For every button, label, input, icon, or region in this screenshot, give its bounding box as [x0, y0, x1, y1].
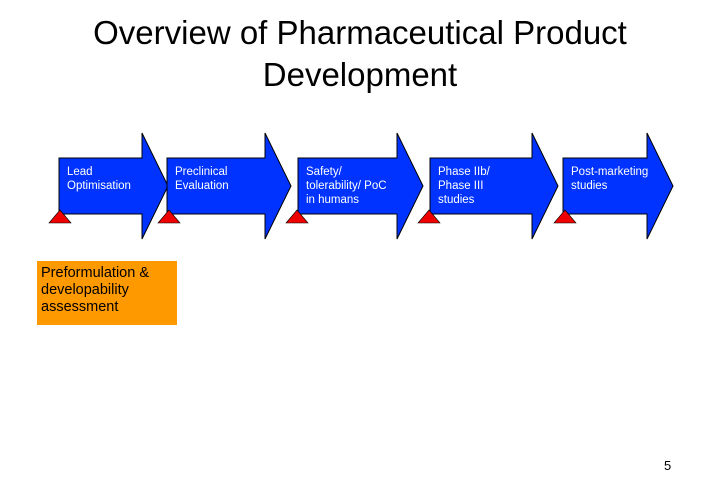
- stage-label-safety-tolerability: Safety/ tolerability/ PoC in humans: [306, 165, 387, 207]
- stage-label-line: Evaluation: [175, 180, 229, 192]
- assessment-label-line: assessment: [41, 299, 119, 315]
- slide-title-line-1: Overview of Pharmaceutical Product: [93, 14, 627, 51]
- stage-arrow-2: [166, 132, 292, 240]
- stage-arrow-shape: [297, 132, 424, 240]
- slide-title: Overview of Pharmaceutical Product Devel…: [0, 12, 720, 96]
- stage-label-line: studies: [438, 194, 475, 206]
- milestone-marker: [157, 209, 181, 224]
- stage-label-line: Phase IIb/: [438, 166, 490, 178]
- stage-label-line: studies: [571, 180, 608, 192]
- stage-arrow-5: [562, 132, 674, 240]
- assessment-label-line: developability: [41, 282, 129, 298]
- preformulation-assessment-box: Preformulation & developability assessme…: [37, 261, 177, 325]
- stage-arrow-4: [429, 132, 559, 240]
- stage-label-line: in humans: [306, 194, 360, 206]
- stage-arrow-shape: [429, 132, 559, 240]
- stage-label-preclinical-evaluation: Preclinical Evaluation: [175, 165, 229, 193]
- stage-label-phase-iib-iii: Phase IIb/ Phase III studies: [438, 165, 490, 207]
- stage-label-line: Preclinical: [175, 166, 228, 178]
- stage-arrow-shape: [166, 132, 292, 240]
- stage-label-line: Lead: [67, 166, 93, 178]
- milestone-marker: [285, 209, 309, 224]
- assessment-label-line: Preformulation &: [41, 265, 149, 281]
- stage-label-line: tolerability/ PoC: [306, 180, 387, 192]
- stage-label-lead-optimisation: Lead Optimisation: [67, 165, 131, 193]
- stage-arrow-1: [58, 132, 169, 240]
- stage-label-line: Post-marketing: [571, 166, 649, 178]
- stage-label-line: Safety/: [306, 166, 342, 178]
- stage-arrow-shape: [562, 132, 674, 240]
- slide-title-line-2: Development: [262, 56, 458, 93]
- stage-label-line: Optimisation: [67, 180, 131, 192]
- stage-arrow-shape: [58, 132, 169, 240]
- stage-label-line: Phase III: [438, 180, 484, 192]
- stage-label-post-marketing: Post-marketing studies: [571, 165, 648, 193]
- page-number: 5: [664, 458, 672, 473]
- stage-arrow-3: [297, 132, 424, 240]
- milestone-marker: [417, 209, 441, 224]
- milestone-marker: [48, 209, 72, 224]
- milestone-marker: [553, 209, 577, 224]
